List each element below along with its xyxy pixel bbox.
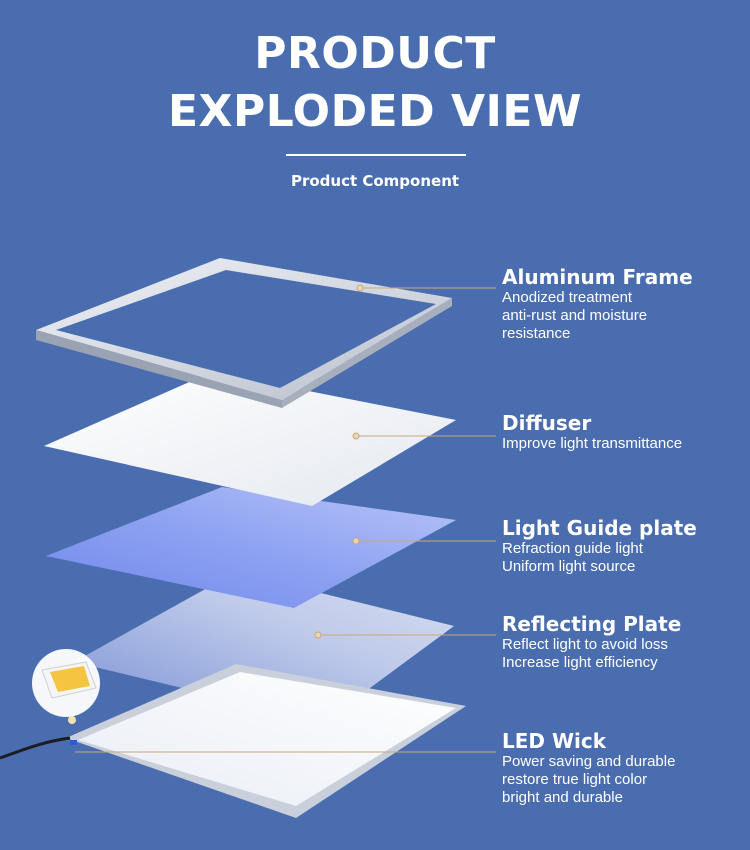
component-desc: Anodized treatment <box>502 289 633 306</box>
diffuser-layer <box>44 372 456 506</box>
component-name: Diffuser <box>502 411 592 435</box>
component-name: Aluminum Frame <box>502 265 693 289</box>
component-reflecting-plate: Reflecting Plate Reflect light to avoid … <box>502 612 742 672</box>
page-title-line2: EXPLODED VIEW <box>167 86 583 137</box>
aluminum-frame-layer <box>36 258 452 408</box>
component-led-wick: LED Wick Power saving and durable restor… <box>502 729 742 807</box>
component-diffuser: Diffuser Improve light transmittance <box>502 411 742 453</box>
component-desc: Reflect light to avoid loss <box>502 636 668 653</box>
component-name: Reflecting Plate <box>502 612 682 636</box>
component-desc: resistance <box>502 325 571 342</box>
page-title-line1: PRODUCT <box>254 28 496 79</box>
component-desc: Increase light efficiency <box>502 654 658 671</box>
light-guide-plate-layer <box>46 487 456 608</box>
component-desc: bright and durable <box>502 789 623 806</box>
leader-lines <box>75 284 496 753</box>
component-desc: Uniform light source <box>502 558 636 575</box>
component-desc: Power saving and durable <box>502 753 676 770</box>
component-name: LED Wick <box>502 729 607 753</box>
component-desc: anti-rust and moisture <box>502 307 648 324</box>
component-desc: Refraction guide light <box>502 540 643 557</box>
led-wick-layer <box>0 664 466 818</box>
component-light-guide-plate: Light Guide plate Refraction guide light… <box>502 516 742 576</box>
component-name: Light Guide plate <box>502 516 697 540</box>
page-subtitle: Product Component <box>290 172 460 190</box>
led-chip-callout <box>32 649 100 724</box>
reflecting-plate-layer <box>74 572 454 722</box>
component-desc: restore true light color <box>502 771 648 788</box>
component-aluminum-frame: Aluminum Frame Anodized treatment anti-r… <box>502 265 742 343</box>
title-divider <box>286 154 466 156</box>
component-desc: Improve light transmittance <box>502 435 683 452</box>
